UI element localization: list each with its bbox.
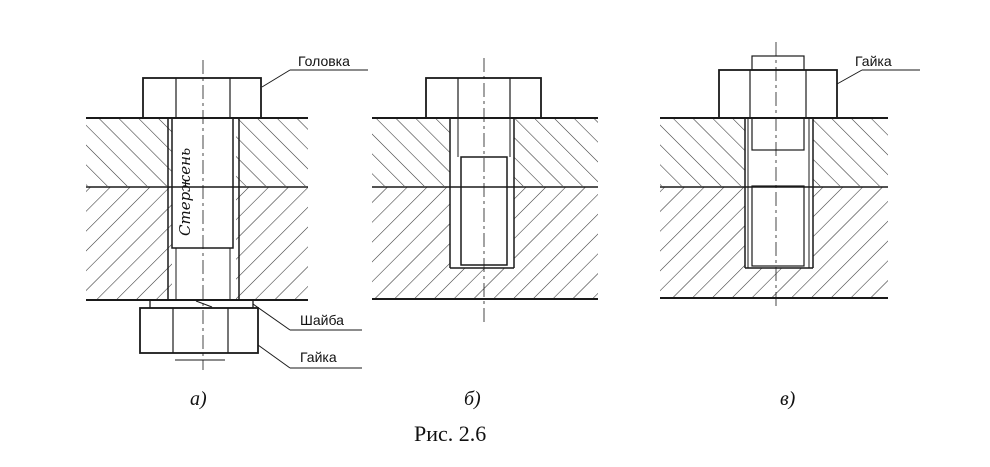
subfigure-a-label: а) — [190, 388, 207, 410]
lower-plate-b-bottom — [450, 268, 514, 299]
lower-plate-a-left — [86, 187, 172, 300]
nut-v — [718, 69, 838, 119]
subfigure-b-label: б) — [464, 388, 481, 410]
lower-plate-b-left — [372, 187, 450, 299]
stud-bottom — [751, 185, 805, 267]
washer — [149, 299, 254, 309]
upper-plate-v-left — [660, 118, 745, 186]
subfigure-b-drawing — [372, 58, 598, 322]
bolt-shank — [171, 117, 234, 249]
label-shank: Стержень — [176, 148, 194, 236]
subfigure-v-label: в) — [780, 388, 796, 410]
label-washer: Шайба — [300, 312, 344, 328]
upper-plate-b-left — [372, 118, 450, 186]
upper-plate-v-right — [813, 118, 888, 186]
bolt-head — [142, 77, 262, 119]
lower-plate-v-left — [660, 187, 745, 298]
screw-head-b — [425, 77, 542, 119]
label-nut-v: Гайка — [855, 53, 892, 69]
stud-top — [751, 55, 805, 71]
upper-plate-a-right — [236, 118, 308, 186]
lower-plate-v-bottom — [745, 268, 813, 298]
lower-plate-b-right — [514, 187, 598, 299]
figure-caption: Рис. 2.6 — [414, 421, 486, 446]
lower-plate-v-right — [813, 187, 888, 298]
subfigure-v-drawing — [660, 42, 920, 310]
subfigure-a-drawing — [86, 60, 368, 370]
stud-middle — [751, 117, 805, 151]
nut-a — [139, 307, 259, 354]
label-head: Головка — [298, 53, 350, 69]
upper-plate-a-left — [86, 118, 172, 186]
label-nut-a: Гайка — [300, 349, 337, 365]
lower-plate-a-right — [236, 187, 308, 300]
upper-plate-b-right — [514, 118, 598, 186]
